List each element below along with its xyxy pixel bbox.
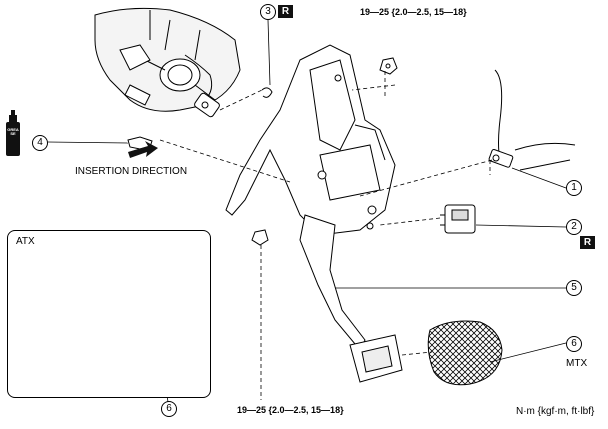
spray-can-label: GREASE: [7, 128, 19, 136]
torque-spec-bottom: 19—25 {2.0—2.5, 15—18}: [237, 405, 344, 415]
callout-5: 5: [566, 280, 582, 296]
master-cylinder-area: [94, 7, 241, 118]
callout-6-atx: 6: [161, 401, 177, 417]
connector-part: [440, 204, 476, 234]
replace-badge-clip: R: [278, 5, 293, 18]
callout-1: 1: [566, 180, 582, 196]
replace-badge-connector: R: [580, 236, 595, 249]
callout-2: 2: [566, 219, 582, 235]
mtx-label: MTX: [566, 358, 588, 369]
callout-4: 4: [32, 135, 48, 151]
nut-top: [379, 57, 398, 75]
insertion-direction-label: INSERTION DIRECTION: [75, 166, 188, 177]
callout-3: 3: [260, 4, 276, 20]
pedal-arm: [299, 214, 366, 351]
insertion-arrow: [128, 141, 158, 158]
nut-lower: [251, 229, 269, 246]
mtx-pedal-pad: [349, 320, 503, 386]
pedal-bracket: [225, 44, 396, 236]
spray-can-icon: [6, 110, 20, 156]
atx-inset: ATX 6: [7, 230, 211, 417]
torque-spec-top: 19—25 {2.0—2.5, 15—18}: [360, 7, 467, 17]
switch-harness: [488, 69, 576, 171]
units-note: N·m {kgf·m, ft·lbf}: [516, 406, 595, 417]
clip-part: [261, 87, 273, 98]
atx-label: ATX: [16, 236, 35, 247]
callout-6-mtx: 6: [566, 336, 582, 352]
